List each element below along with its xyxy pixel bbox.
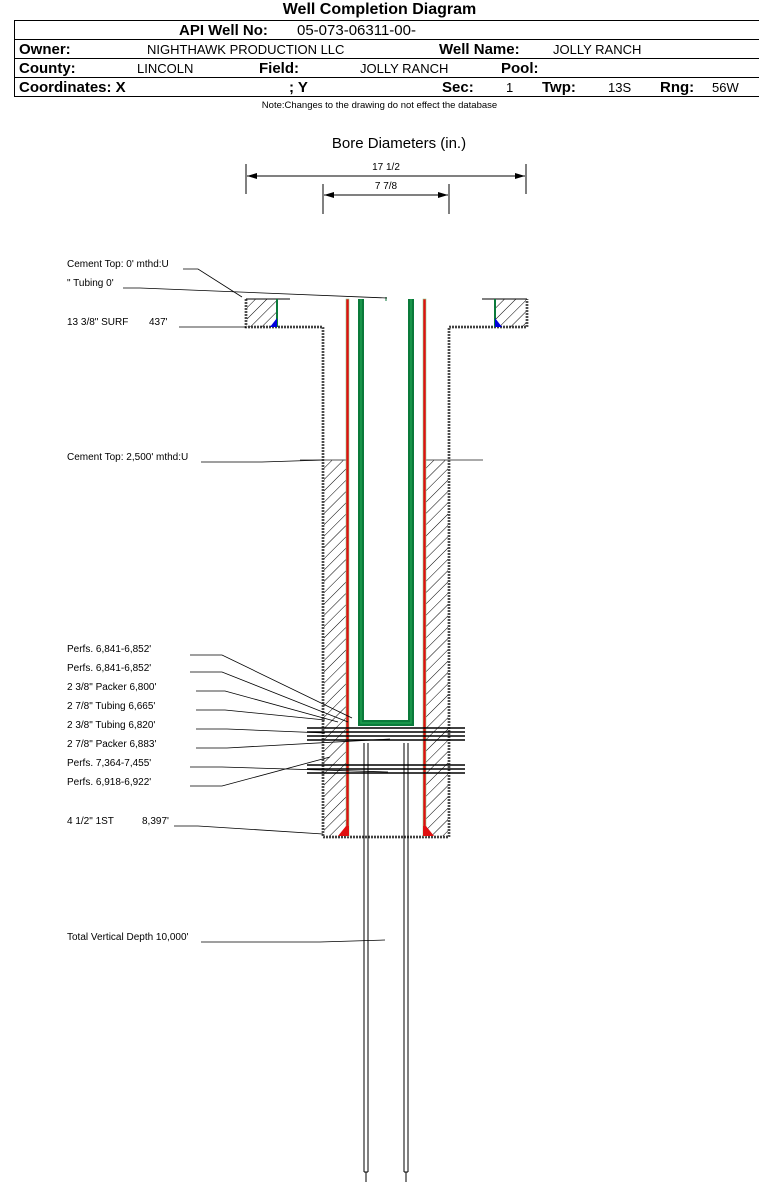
field-label: Field: [259, 60, 299, 77]
tubing-string-highlight [360, 299, 412, 724]
label-perfs-2: Perfs. 6,841-6,852' [67, 663, 151, 674]
api-value: 05-073-06311-00- [297, 22, 416, 39]
label-packer-238: 2 3/8" Packer 6,800' [67, 682, 156, 693]
production-shoe-left [338, 826, 349, 836]
well-name-label: Well Name: [439, 41, 520, 58]
callout-labels: Cement Top: 0' mthd:U " Tubing 0' 13 3/8… [67, 259, 189, 943]
label-total-vertical-depth: Total Vertical Depth 10,000' [67, 932, 189, 943]
county-value: LINCOLN [137, 61, 194, 76]
label-perfs-3: Perfs. 7,364-7,455' [67, 758, 151, 769]
api-row: API Well No: 05-073-06311-00- [15, 21, 759, 40]
production-casing-right [422, 298, 427, 837]
lower-tubing [363, 743, 409, 1182]
coordinates-row: Coordinates: X ; Y Sec: 1 Twp: 13S Rng: … [15, 78, 759, 96]
bore-dimension-production: 7 7/8 [322, 181, 450, 214]
label-cement-top-production: Cement Top: 2,500' mthd:U [67, 452, 188, 463]
label-surface-casing-depth: 437' [149, 317, 168, 328]
twp-value: 13S [608, 80, 632, 95]
owner-row: Owner: NIGHTHAWK PRODUCTION LLC Well Nam… [15, 40, 759, 59]
county-label: County: [19, 60, 76, 77]
production-casing-left [345, 298, 350, 837]
owner-value: NIGHTHAWK PRODUCTION LLC [147, 42, 345, 57]
label-surface-casing: 13 3/8" SURF [67, 317, 128, 328]
production-cement-right [426, 460, 448, 836]
rng-label: Rng: [660, 79, 695, 96]
callout-leaders [123, 268, 391, 943]
well-info-header: API Well No: 05-073-06311-00- Owner: NIG… [14, 20, 759, 97]
label-tubing-top: " Tubing 0' [67, 278, 114, 289]
borehole-wall [244, 299, 529, 839]
database-note: Note:Changes to the drawing do not effec… [261, 100, 498, 111]
label-tubing-278: 2 7/8" Tubing 6,665' [67, 701, 155, 712]
surface-cement-left [247, 299, 277, 327]
production-shoe-right [423, 826, 434, 836]
packer-upper [307, 727, 465, 741]
label-production-casing-depth: 8,397' [142, 816, 169, 827]
well-name-value: JOLLY RANCH [553, 42, 642, 57]
label-cement-top-surface: Cement Top: 0' mthd:U [67, 259, 169, 270]
bore-dimension-surface: 17 1/2 [245, 162, 527, 194]
api-label: API Well No: [179, 22, 268, 39]
coord-x-label: Coordinates: X [19, 79, 126, 96]
surface-shoe-left [270, 318, 277, 327]
bore-diameter-surface: 17 1/2 [372, 162, 400, 173]
label-packer-278: 2 7/8" Packer 6,883' [67, 739, 156, 750]
county-row: County: LINCOLN Field: JOLLY RANCH Pool: [15, 59, 759, 78]
label-tubing-238: 2 3/8" Tubing 6,820' [67, 720, 155, 731]
label-perfs-1: Perfs. 6,841-6,852' [67, 644, 151, 655]
borehole-wall-inner [245, 299, 528, 838]
pool-label: Pool: [501, 60, 539, 77]
diagram-title: Well Completion Diagram [282, 1, 477, 18]
rng-value: 56W [712, 80, 739, 95]
sec-label: Sec: [442, 79, 474, 96]
surface-shoe-right [495, 318, 502, 327]
field-value: JOLLY RANCH [360, 61, 449, 76]
bore-title: Bore Diameters (in.) [332, 135, 466, 152]
label-perfs-4: Perfs. 6,918-6,922' [67, 777, 151, 788]
twp-label: Twp: [542, 79, 576, 96]
label-production-casing: 4 1/2" 1ST [67, 816, 114, 827]
coord-y-label: ; Y [289, 79, 308, 96]
surface-cement-right [495, 299, 526, 327]
packer-lower [307, 764, 465, 774]
sec-value: 1 [506, 80, 514, 95]
tubing-string [358, 299, 414, 726]
owner-label: Owner: [19, 41, 71, 58]
bore-diameter-production: 7 7/8 [375, 181, 398, 192]
production-cement-left [324, 460, 346, 836]
